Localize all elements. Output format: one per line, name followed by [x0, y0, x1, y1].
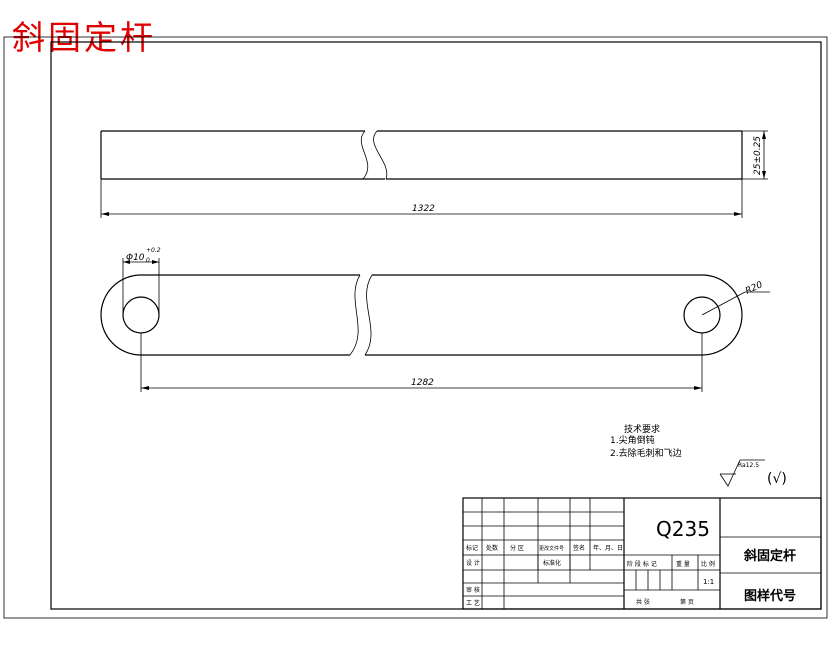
role-label-1: 标准化	[543, 559, 561, 567]
stage-header-2: 比 例	[701, 560, 715, 568]
sheet-total-label: 共 张	[636, 598, 650, 606]
top-view	[100, 130, 768, 218]
rev-header-4: 签名	[573, 544, 585, 552]
rev-header-0: 标记	[466, 544, 478, 552]
inner-frame	[50, 41, 822, 610]
role-label-3: 工 艺	[466, 599, 480, 607]
center-dim-label: 1282	[411, 378, 434, 388]
notes-heading: 技术要求	[624, 423, 660, 435]
hole-left	[122, 296, 160, 334]
sheet-number-label: 第 页	[680, 598, 694, 606]
surface-finish-symbol	[719, 459, 765, 487]
drawing-code-label: 图样代号	[744, 588, 796, 604]
front-view	[100, 258, 770, 392]
rev-header-5: 年、月、日	[593, 544, 623, 552]
role-label-0: 设 计	[466, 559, 480, 567]
drawing-title: 斜固定杆	[12, 18, 156, 57]
rev-header-3: 更改文件号	[539, 545, 564, 552]
note-item-1: 1.尖角倒钝	[610, 434, 655, 446]
rev-header-1: 处数	[486, 544, 498, 552]
stage-header-0: 阶 段 标 记	[627, 560, 657, 568]
scale-value: 1:1	[703, 578, 714, 586]
hole-dim-label: Φ10	[126, 253, 145, 263]
title-block	[462, 497, 822, 610]
outer-frame	[3, 36, 828, 619]
stage-header-1: 重 量	[676, 560, 690, 568]
surface-finish-rest: (√)	[767, 471, 787, 487]
hole-tol-lower: 0	[146, 257, 150, 264]
part-name: 斜固定杆	[743, 548, 796, 564]
note-item-2: 2.去除毛刺和飞边	[610, 447, 682, 459]
length-dim-label: 1322	[412, 204, 435, 214]
hole-tol-upper: +0.2	[146, 247, 161, 254]
rev-header-2: 分 区	[510, 544, 524, 552]
role-label-2: 审 核	[466, 586, 480, 594]
material-label: Q235	[656, 517, 710, 541]
radius-dim-label: R20	[744, 280, 765, 297]
surface-finish-label: Ra12.5	[738, 462, 759, 469]
height-dim-label: 25±0.25	[753, 136, 763, 175]
